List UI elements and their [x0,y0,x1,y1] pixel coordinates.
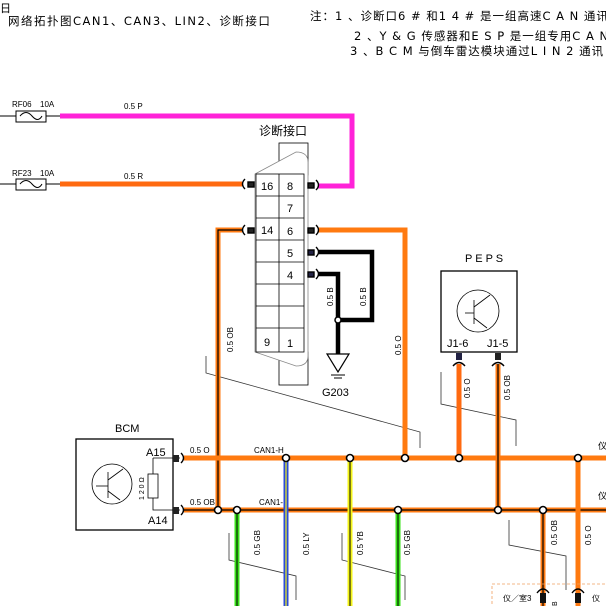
note-2: 2 、Y & G 传感器和E S P 是一组专用C A N [354,29,606,43]
peps-module: P E P S J1-6 J1-5 [440,253,518,367]
wire-label: 0.5 P [124,102,143,111]
can-l-label: CAN1-L [259,498,288,507]
wire-label: 0.5 YB [356,531,365,555]
wire-label: 0.5 OB [503,375,512,400]
wire-pin14 [215,227,242,510]
junctions [213,453,583,515]
can-h-label: CAN1-H [254,446,284,455]
wire-label: 0.5 OB [190,498,215,507]
pin-label: 6 [287,226,293,238]
right-label: 仪 [598,491,606,501]
pin-label: 9 [264,337,270,349]
wire-label: 0.5 GB [403,530,412,555]
fuse-rating: 10A [40,169,55,178]
wire-pink [60,113,355,189]
dashed-connector-box [491,583,606,606]
wire-pin6 [318,227,408,458]
connector-label: 仪 [592,594,600,603]
wire-label: 0.5 O [463,378,472,398]
pin-label: 5 [287,248,293,260]
wire-label: 0.5 OB [550,520,559,545]
fuse-rating: 10A [40,100,55,109]
corner-mark: 日 [0,2,12,15]
wire-label: 0.5 B [359,287,368,306]
wire-label: 0.5 O [190,446,210,455]
pin-label: 1 [287,338,293,350]
note-3: 3 、B C M 与倒车雷达模块通过L I N 2 通讯 [350,44,605,58]
pin-label: 7 [287,203,293,215]
bcm-module: BCM A15 A14 1 2 0 Ω [75,423,185,531]
ground-symbol [325,353,351,379]
fuse-rf06: RF06 10A [0,100,60,123]
wire-label: 0.5 GB [253,530,262,555]
fuse-id: RF06 [12,100,32,109]
leader-lines [205,356,567,600]
wire-ground-pin5 [318,249,375,323]
wire-label: 0.5 LY [302,532,311,555]
fuse-id: RF23 [12,169,32,178]
wire-label: 0.5 B [326,287,335,306]
pin-label: 4 [287,270,293,282]
pin-label: 8 [287,181,293,193]
wire-label: 0.5 OB [226,327,235,352]
fuse-rf23: RF23 10A [0,169,60,191]
pin-label: J1-6 [447,338,468,350]
connector-title: 诊断接口 [259,123,307,138]
wire-label: 0.5 O [584,525,593,545]
connector-label: 仪／室3 [503,593,532,603]
ground-label: G203 [322,387,349,399]
wire-ground-pin4 [318,271,341,356]
resistor-label: 1 2 0 Ω [139,477,146,500]
pin-label: J1-5 [487,338,508,350]
diagram-title: 网络拓扑图CAN1、CAN3、LIN2、诊断接口 [8,14,272,28]
wire-label: 0.5 O [394,335,403,355]
peps-title: P E P S [465,253,503,265]
bcm-title: BCM [115,423,139,435]
right-label: 仪 [598,441,606,451]
pin-label: A14 [148,515,168,527]
pin-label: A15 [146,447,166,459]
diag-connector: 诊断接口 16 14 9 8 7 6 5 4 1 [241,123,320,386]
pin-label: 16 [261,181,273,193]
wire-label: B [552,601,559,606]
note-1: 注：1 、诊断口6 # 和1 4 # 是一组高速C A N 通讯1 [310,9,606,23]
pin-label: 14 [261,225,273,237]
wire-label: 0.5 R [124,172,143,181]
